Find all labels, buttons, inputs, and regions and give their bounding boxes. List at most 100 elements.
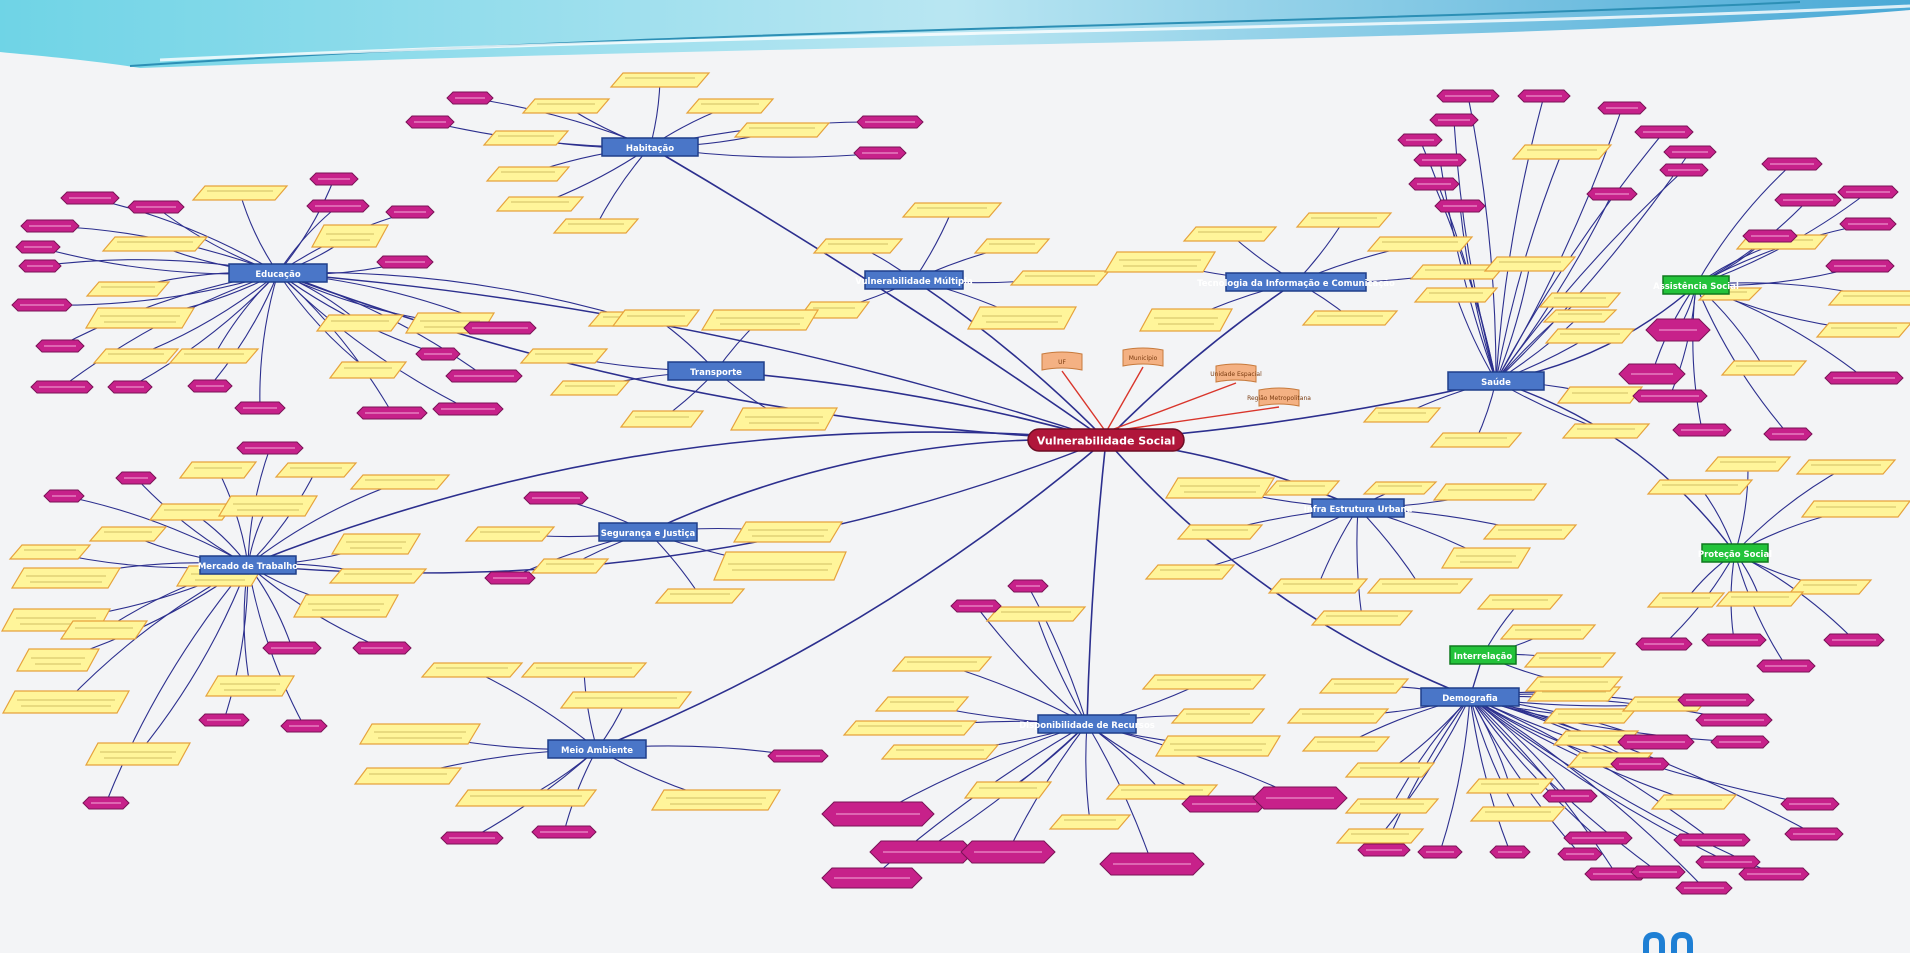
level-arrow [1061,370,1107,433]
indicator-box [495,196,585,212]
indicator-box [1465,778,1555,794]
dimension-node-saude [1447,371,1545,391]
dimension-node-transporte [667,361,765,381]
dimension-node-educacao [228,263,328,283]
indicator-box [1048,814,1132,830]
connector-line [1357,507,1421,587]
indicator-box [1141,674,1267,690]
connector-line [1317,507,1359,587]
connector-line [715,370,1107,441]
indicator-box [1556,386,1644,404]
connector-line [209,272,279,387]
indicator-box [963,781,1053,799]
indicator-box [891,656,993,672]
indicator-box [1301,736,1391,752]
level-arrow [1105,366,1144,433]
dimension-node-tecnologia [1225,272,1367,292]
indicator-box [330,533,422,555]
connector-line [1027,585,1088,725]
connector-line [259,272,279,409]
connector-line [105,564,249,804]
dimension-node-assistencia [1662,275,1730,295]
indicator-box [10,567,122,589]
dimension-label-protecao: Proteção Social [1698,550,1772,560]
level-arrow [1105,382,1237,433]
indicator-box [1542,309,1618,323]
indicator-box [84,307,196,329]
connector-line [1495,193,1613,382]
connector-line [1356,507,1363,619]
indicator-box [217,495,319,517]
spatial-level-label: Região Metropolitana [1247,395,1311,402]
spatial-level-flag [1041,351,1083,371]
indicator-box [1176,524,1264,540]
dimension-node-habitacao [601,137,699,157]
connector-line [1086,439,1107,725]
dimension-label-transporte: Transporte [690,368,742,378]
indicator-box [520,662,648,678]
connector-line [1469,696,1511,853]
indicator-box [1362,481,1438,495]
indicator-box [732,521,844,543]
connector-line [277,272,1107,441]
indicator-box [1,690,131,714]
connector-line [1391,696,1471,807]
indicator-box [191,185,289,201]
indicator-box [1787,579,1873,595]
indicator-box [1344,798,1440,814]
connector-line [1469,696,1519,815]
connector-line [1695,284,1789,435]
indicator-box [1310,610,1414,626]
indicator-box [1720,360,1808,376]
indicator-box [1715,591,1805,607]
center-node-box [1027,428,1185,452]
connector-line [1467,95,1497,382]
connector-line [247,431,1107,566]
indicator-box [1476,594,1564,610]
spatial-level-label: UF [1058,359,1066,366]
indicator-box [1413,287,1499,303]
connector-line [1469,696,1775,875]
connector-line [1495,131,1665,382]
connector-line [1495,151,1691,382]
connector-line [583,669,598,750]
indicator-box [1511,144,1613,160]
connector-line [1734,463,1749,554]
spatial-level-label: Município [1129,355,1158,362]
dimension-node-demografia [1420,687,1520,707]
indicator-box [1170,708,1266,724]
indicator-box [1538,292,1622,308]
indicator-box [650,789,782,811]
dimension-label-educacao: Educação [255,270,300,280]
indicator-box [1440,547,1532,569]
dimension-node-ambiente [547,739,647,759]
indicator-box [1409,264,1507,280]
indicator-box [1286,708,1390,724]
indicator-box [204,675,296,697]
indicator-box [1815,322,1910,338]
connector-line [647,438,1107,533]
dimension-label-ambiente: Meio Ambiente [561,746,633,756]
indicator-box [178,461,258,479]
connector-line [1699,486,1736,554]
indicator-box [1542,708,1638,724]
indicator-box [101,236,209,252]
indicator-box [1827,290,1910,306]
connector-line [1495,263,1531,382]
indicator-box [1366,578,1474,594]
indicator-box [1499,624,1597,640]
indicator-box [654,588,746,604]
indicator-box [274,462,358,478]
connector-line [471,669,598,750]
indicator-box [1544,328,1636,344]
indicator-box [519,348,609,364]
center-node-label: Vulnerabilidade Social [1037,435,1175,448]
indicator-box [328,361,408,379]
indicator-box [8,544,92,560]
indicator-box [700,309,820,331]
indicator-box [1335,828,1425,844]
connector-line [213,272,279,357]
connector-line [1419,139,1497,382]
indicator-box [358,723,482,745]
